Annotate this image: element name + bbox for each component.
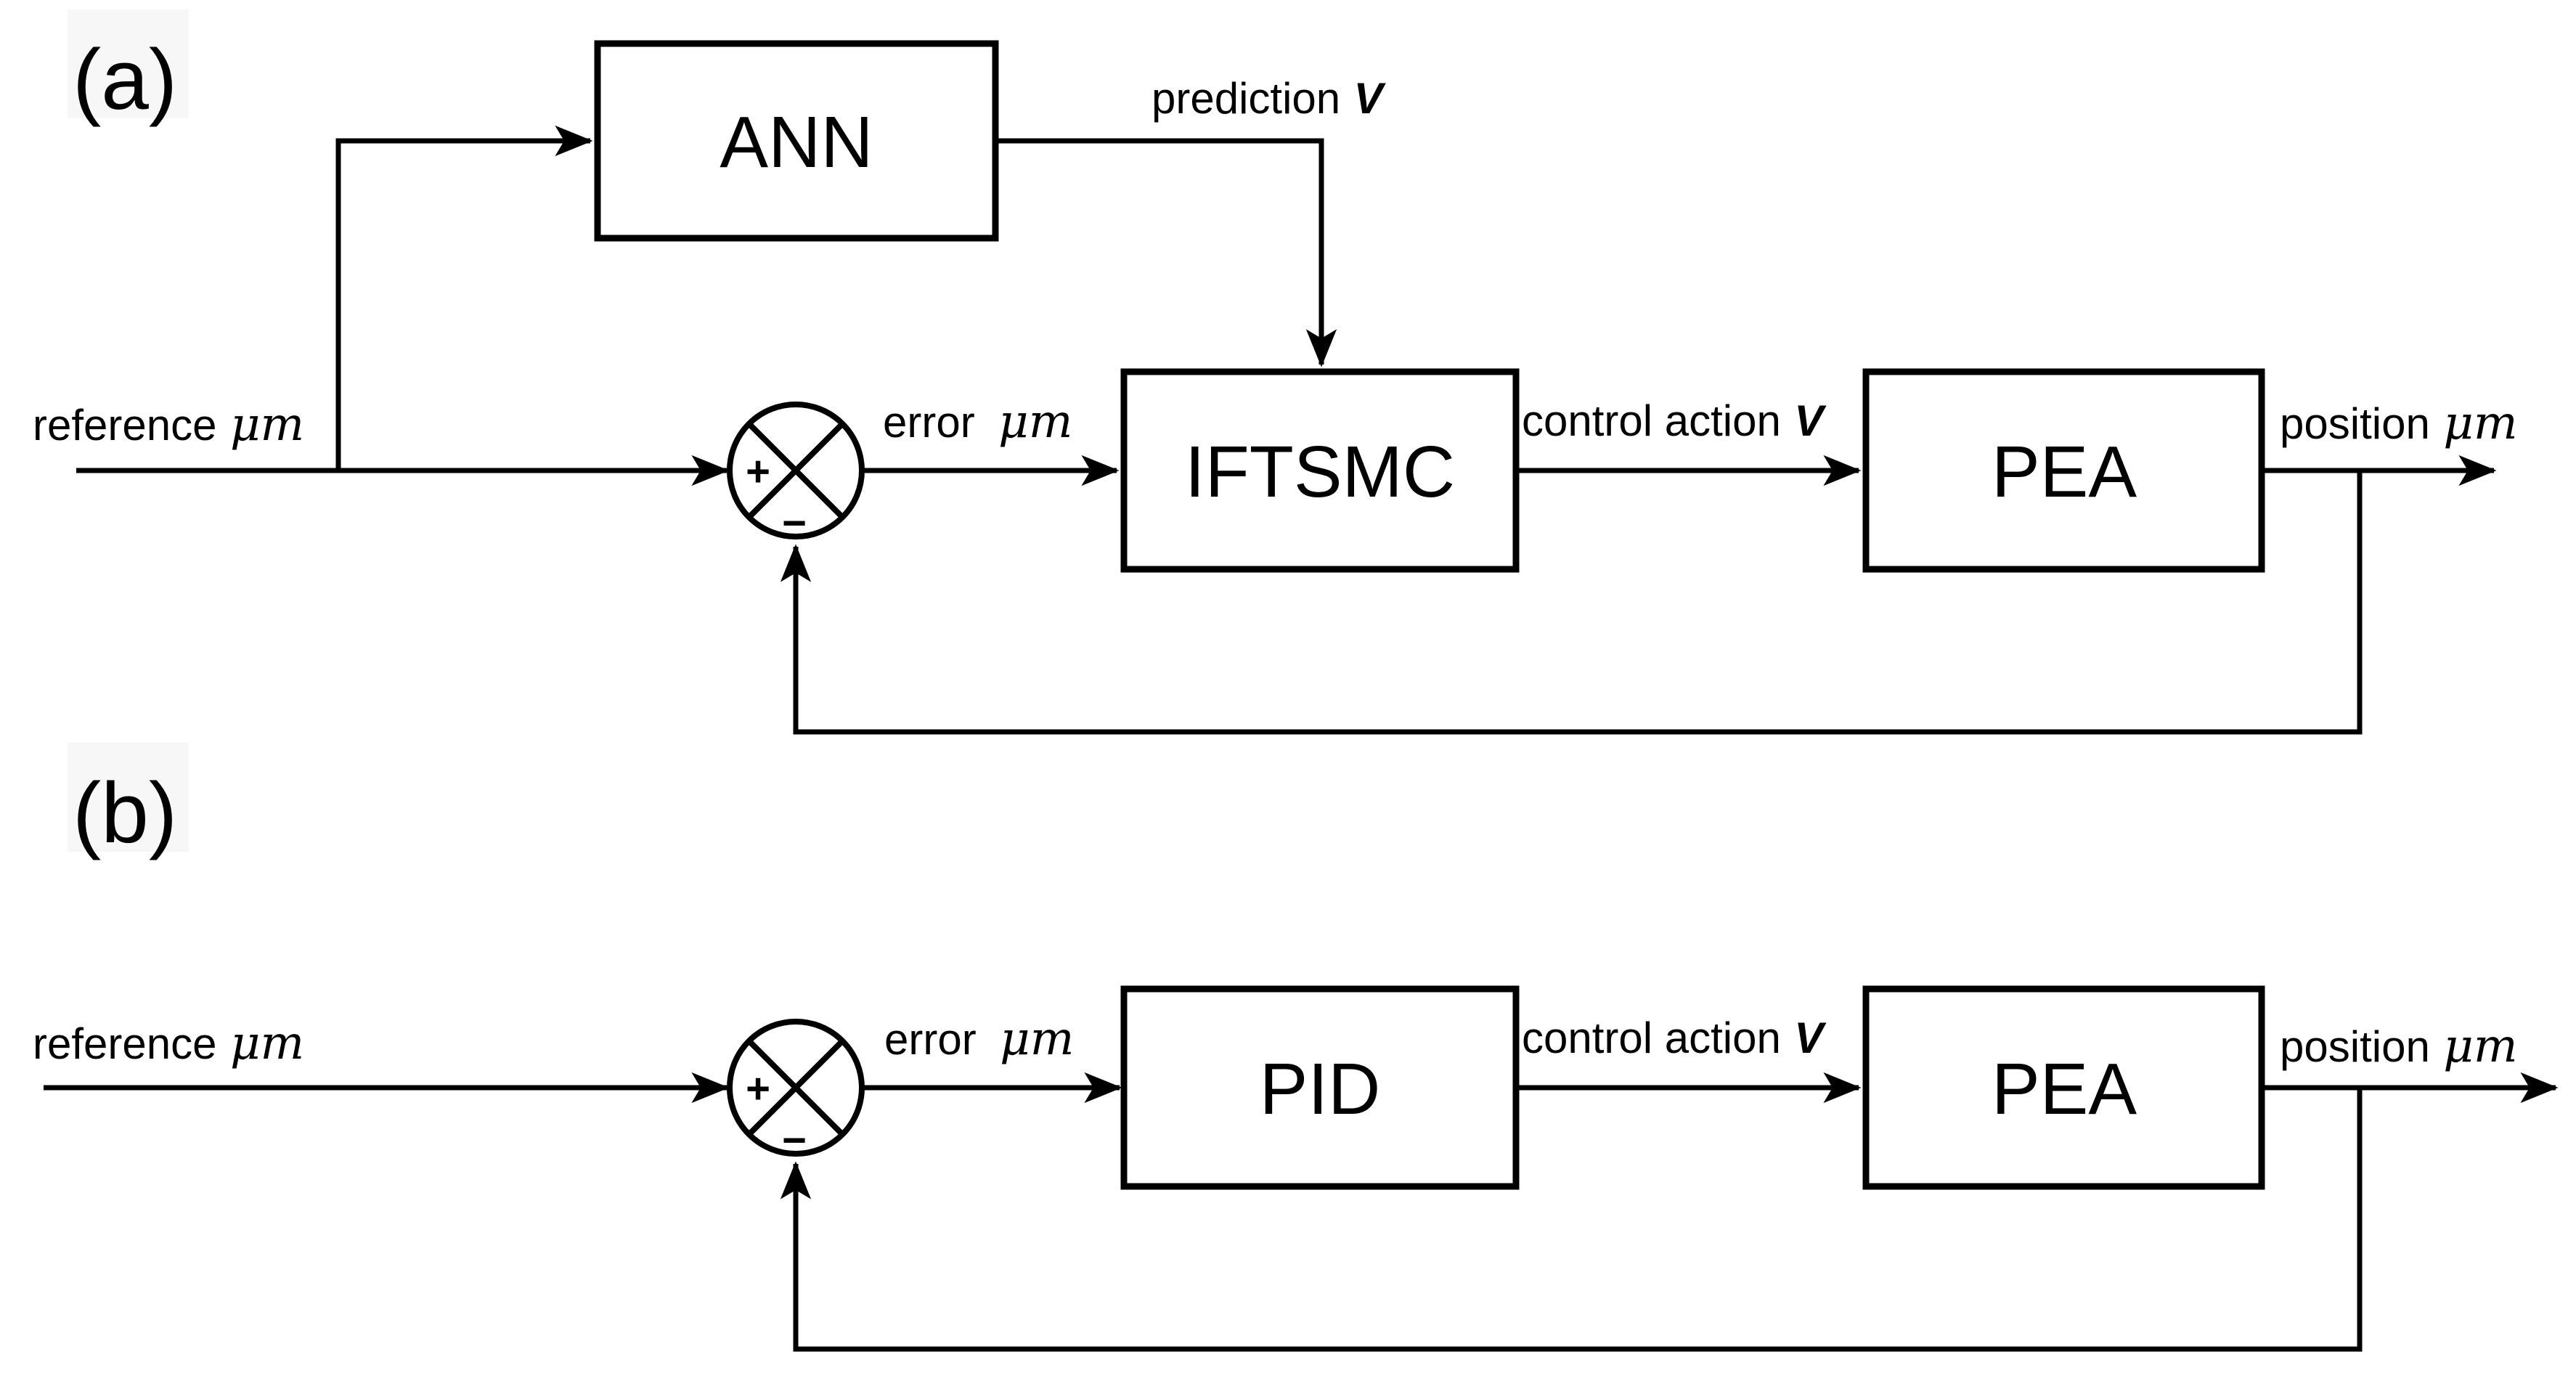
signal-label-error-b: error μm	[884, 1012, 1074, 1066]
summing-junction-b-minus-sign: −	[782, 1117, 807, 1164]
signal-label-control-action-a: control action V	[1522, 396, 1827, 445]
signal-label-position-a: position μm	[2280, 396, 2518, 450]
block-pid	[1120, 985, 1520, 1190]
block-pea-b	[1862, 985, 2265, 1190]
panel-a-label: (a)	[73, 32, 177, 128]
block-ann-label: ANN	[720, 102, 873, 183]
signal-label-position-b: position μm	[2280, 1019, 2518, 1073]
summing-junction-b-cross	[747, 1039, 844, 1136]
signal-label-error-a: error μm	[883, 395, 1072, 449]
panel-b-label-background	[68, 743, 189, 852]
block-pea-a-label: PEA	[1992, 431, 2137, 513]
wire-feedback-a	[780, 471, 2363, 735]
summing-junction-a-minus-sign: −	[782, 500, 807, 547]
panel-b-label: (b)	[73, 765, 177, 861]
summing-junction-b: + −	[727, 1019, 865, 1164]
signal-label-control-action-b: control action V	[1522, 1014, 1827, 1062]
wire-prediction	[995, 138, 1337, 367]
signal-label-reference-b: reference μm	[33, 1017, 304, 1070]
summing-junction-a-plus-sign: +	[746, 448, 770, 495]
wire-branch-to-ann	[335, 125, 593, 471]
block-pea-a	[1862, 368, 2265, 573]
block-ann	[594, 40, 999, 242]
signal-label-prediction: prediction V	[1152, 74, 1387, 123]
summing-junction-a-cross	[747, 422, 844, 519]
block-iftsmc	[1120, 368, 1520, 573]
summing-junction-a: + −	[727, 402, 865, 547]
panel-a-label-background	[68, 9, 189, 118]
panel-b: (b) + − PID PEA reference μm error μm c	[33, 743, 2559, 1352]
signal-label-reference-a: reference μm	[33, 398, 304, 452]
block-pea-b-label: PEA	[1992, 1048, 2137, 1130]
block-iftsmc-label: IFTSMC	[1185, 431, 1455, 513]
block-pid-label: PID	[1260, 1048, 1381, 1130]
wire-feedback-b	[780, 1088, 2363, 1352]
panel-a: (a) + − ANN IFTSMC PEA reference μm pred…	[33, 9, 2518, 735]
summing-junction-b-plus-sign: +	[746, 1065, 770, 1112]
